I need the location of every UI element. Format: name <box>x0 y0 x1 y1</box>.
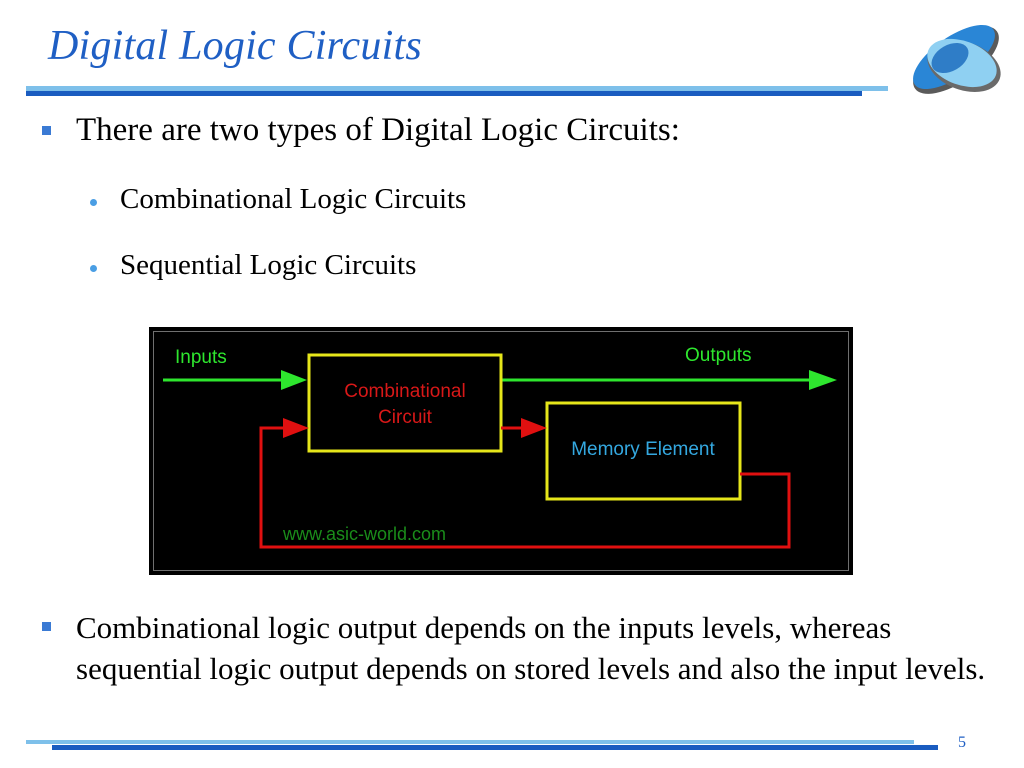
memory-box <box>545 401 742 501</box>
sub-bullet-dot-icon <box>90 265 97 272</box>
output-arrowhead <box>809 370 837 390</box>
title-rule-dark <box>26 91 862 96</box>
sequential-circuit-diagram: Inputs Outputs Combinational Circuit Mem… <box>146 324 856 578</box>
feedback-arrowhead <box>283 418 309 438</box>
comb-to-memory-arrowhead <box>521 418 547 438</box>
footer-rule-light <box>26 740 914 744</box>
sub-bullet-dot-icon <box>90 199 97 206</box>
input-arrowhead <box>281 370 307 390</box>
bullet-square-icon <box>42 622 51 631</box>
bullet-square-icon <box>42 126 51 135</box>
outputs-label: Outputs <box>685 345 752 366</box>
bullet-text-types: There are two types of Digital Logic Cir… <box>76 112 680 148</box>
page-number: 5 <box>958 734 966 751</box>
inputs-label: Inputs <box>175 347 227 368</box>
bullet-text-explanation: Combinational logic output depends on th… <box>76 610 986 686</box>
sub-bullet-combinational: Combinational Logic Circuits <box>120 183 467 215</box>
slide-title: Digital Logic Circuits <box>48 23 422 69</box>
feedback-loop <box>259 426 791 549</box>
combinational-label-line2: Circuit <box>378 407 433 428</box>
memory-label: Memory Element <box>571 439 715 460</box>
footer-rule-dark <box>52 745 938 750</box>
logo-icon <box>913 24 1001 94</box>
sub-bullet-sequential: Sequential Logic Circuits <box>120 249 417 281</box>
combinational-label-line1: Combinational <box>344 381 465 402</box>
watermark-text: www.asic-world.com <box>282 524 446 544</box>
combinational-box <box>307 353 503 453</box>
title-rule-light <box>26 86 888 91</box>
